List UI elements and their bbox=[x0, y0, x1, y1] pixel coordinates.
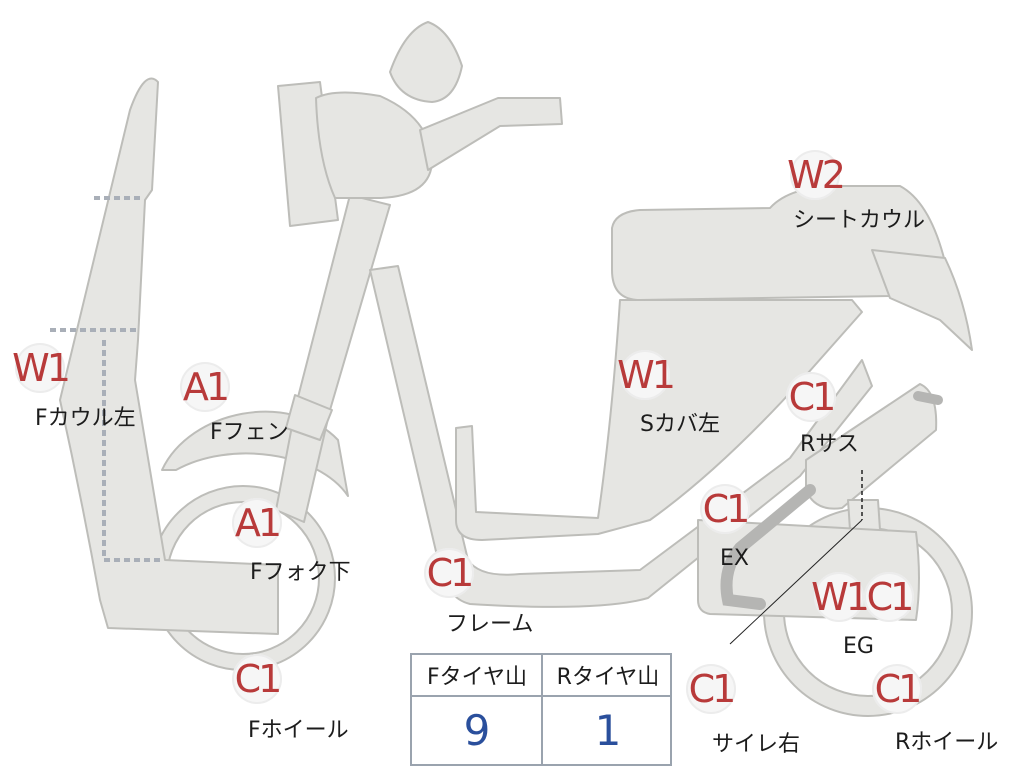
rear-tire-value: 1 bbox=[594, 706, 622, 755]
rear-shock-shape bbox=[805, 383, 938, 510]
grade-badge-frame: C1 bbox=[424, 548, 474, 598]
label-engine: EG bbox=[843, 634, 874, 659]
handlebar-housing bbox=[315, 91, 433, 199]
grade-badge-muffler-right: C1 bbox=[686, 664, 736, 714]
grade-badge-engine-2: C1 bbox=[864, 572, 914, 622]
label-f-wheel: Fホイール bbox=[248, 718, 349, 743]
grade-badge-engine: W1 bbox=[811, 572, 870, 622]
rear-tire-header: Rタイヤ山 bbox=[556, 665, 660, 690]
table-divider-vertical bbox=[541, 655, 543, 764]
grade-badge-f-fork-lower: A1 bbox=[232, 498, 282, 548]
seat-cowl-shape bbox=[871, 249, 973, 351]
grade-badge-f-cowl-left: W1 bbox=[12, 343, 71, 393]
front-tire-header: Fタイヤ山 bbox=[427, 665, 527, 690]
label-f-fender: Fフェン bbox=[210, 420, 289, 445]
grade-badge-f-wheel: C1 bbox=[232, 654, 282, 704]
tire-tread-table: Fタイヤ山 Rタイヤ山 9 1 bbox=[410, 653, 672, 766]
grade-badge-f-fender: A1 bbox=[180, 362, 230, 412]
grade-badge-r-wheel: C1 bbox=[872, 664, 922, 714]
label-exhaust: EX bbox=[720, 546, 749, 571]
mirror-shape bbox=[389, 21, 463, 103]
exhaust-pipe bbox=[720, 484, 816, 610]
front-cowl-shape bbox=[59, 77, 279, 635]
handlebar bbox=[419, 97, 563, 171]
grade-badge-exhaust: C1 bbox=[700, 484, 750, 534]
label-s-cover-left: Sカバ左 bbox=[640, 412, 720, 437]
side-cover-shape bbox=[455, 299, 863, 541]
label-seat-cowl: シートカウル bbox=[793, 208, 926, 233]
label-r-wheel: Rホイール bbox=[895, 730, 999, 755]
label-muffler-right: サイレ右 bbox=[712, 732, 801, 757]
grade-badge-r-suspension: C1 bbox=[786, 372, 836, 422]
label-frame: フレーム bbox=[446, 612, 534, 637]
front-tire-value: 9 bbox=[463, 706, 491, 755]
frame-shape bbox=[369, 265, 873, 608]
label-f-cowl-left: Fカウル左 bbox=[35, 406, 136, 431]
label-r-suspension: Rサス bbox=[800, 432, 859, 457]
grade-badge-seat-cowl: W2 bbox=[787, 150, 846, 200]
label-f-fork-lower: Fフォク下 bbox=[250, 560, 351, 585]
seat-shape bbox=[611, 185, 946, 301]
grade-badge-s-cover-left: W1 bbox=[617, 350, 676, 400]
